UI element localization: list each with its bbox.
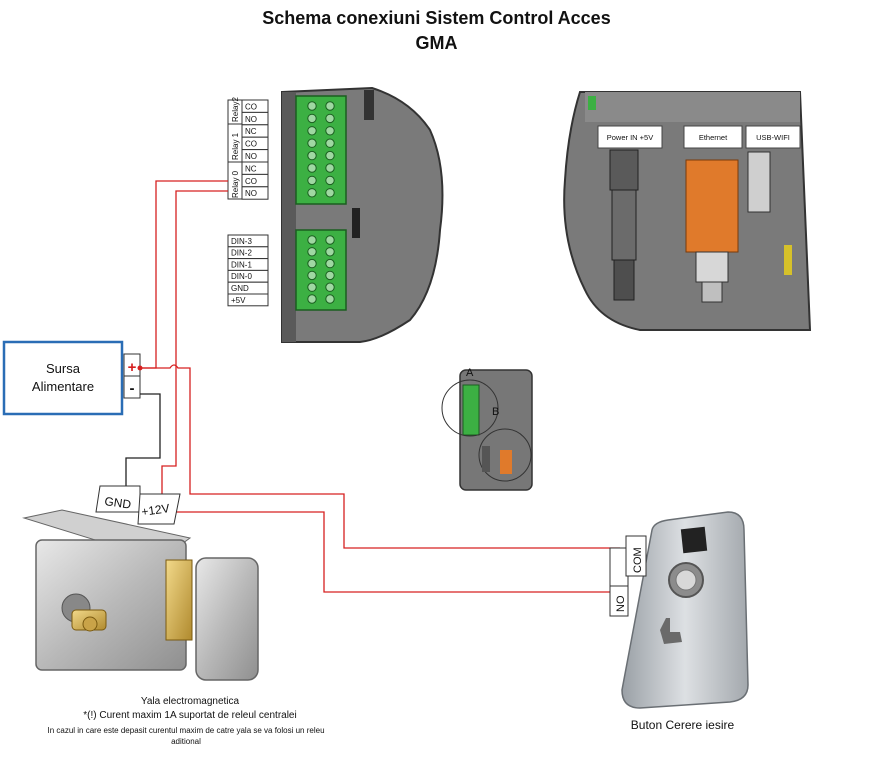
wire-minus-to-lock-gnd	[125, 393, 161, 488]
diagram-title-line1: Schema conexiuni Sistem Control Acces	[262, 8, 611, 28]
lock-strike-plate	[195, 557, 259, 681]
relay0-group-label: Relay 0	[231, 170, 240, 198]
terminal-screw	[325, 188, 335, 198]
terminal-screw	[325, 113, 335, 124]
relay1-group-label: Relay 1	[231, 132, 240, 160]
terminal-screw	[307, 258, 317, 269]
controller-overview: A B	[441, 367, 533, 491]
button-no-terminal: NO	[615, 595, 627, 612]
relay-terminal-label-5: NC	[245, 164, 257, 173]
power-plug	[613, 259, 635, 301]
terminal-screw	[325, 270, 335, 281]
relay-terminal-label-6: CO	[245, 177, 257, 186]
input-terminal-label-2: DIN-1	[231, 260, 252, 269]
relay-terminal-label-1: NO	[245, 115, 257, 124]
terminal-screw	[307, 138, 317, 148]
terminal-screw	[325, 294, 335, 304]
relay-terminal-label-3: CO	[245, 140, 257, 149]
terminal-screw	[307, 235, 317, 245]
terminal-screw	[307, 163, 317, 173]
terminal-screw	[307, 270, 317, 281]
lock-relay-note: In cazul in care este depasit curentul m…	[47, 726, 325, 735]
power-supply-label-line2: Alimentare	[32, 379, 94, 394]
relay-terminal-label-7: NO	[245, 189, 257, 198]
lock-caption: Yala electromagnetica	[140, 696, 240, 707]
power-supply-minus-terminal: -	[130, 380, 135, 397]
overview-label-a: A	[466, 367, 474, 379]
usb-connector	[747, 151, 771, 213]
terminal-screw	[307, 282, 317, 292]
wire-plus-to-button	[140, 364, 620, 549]
terminal-screw	[307, 126, 317, 136]
terminal-screw	[325, 258, 335, 269]
relay-terminal-block	[295, 95, 347, 205]
overview-label-b: B	[492, 406, 499, 418]
terminal-screw	[307, 113, 317, 124]
power-supply-plus-terminal: +	[128, 359, 137, 376]
terminal-labels: Relay2 Relay 1 Relay 0 CONONCCONONCCONO …	[227, 97, 269, 307]
wiring	[125, 180, 620, 593]
exit-button-caption: Buton Cerere iesire	[630, 718, 735, 732]
terminal-screw	[325, 150, 335, 161]
wire-relay0-no	[161, 190, 228, 494]
terminal-screw	[325, 175, 335, 186]
power-in-port-label: Power IN +5V	[607, 133, 653, 142]
input-terminal-block	[295, 229, 347, 311]
terminal-screw	[307, 101, 317, 111]
lock-current-note: *(!) Curent maxim 1A suportat de releul …	[83, 710, 297, 721]
input-terminal-label-1: DIN-2	[231, 249, 252, 258]
ethernet-port-label: Ethernet	[699, 133, 728, 142]
lock-relay-note-end: aditional	[171, 737, 201, 746]
terminal-screw	[325, 235, 335, 245]
terminal-screw	[325, 101, 335, 111]
terminal-screw	[307, 150, 317, 161]
relay-terminal-label-2: NC	[245, 127, 257, 136]
controller-port-side: Power IN +5V Ethernet USB-WIFI	[563, 91, 812, 331]
terminal-screw	[325, 282, 335, 292]
lock-12v-terminal: +12V	[140, 501, 170, 519]
power-supply: Sursa Alimentare + -	[2, 340, 141, 416]
usb-wifi-port-label: USB-WIFI	[756, 133, 790, 142]
controller-terminal-side	[281, 86, 444, 343]
terminal-screw	[325, 247, 335, 257]
input-terminal-label-4: GND	[231, 284, 249, 293]
diagram-title-line2: GMA	[415, 33, 458, 53]
relay2-group-label: Relay2	[231, 97, 240, 122]
ethernet-plug	[685, 159, 739, 253]
terminal-screw	[307, 247, 317, 257]
power-supply-label-line1: Sursa	[46, 361, 81, 376]
terminal-screw	[307, 294, 317, 304]
input-terminal-label-5: +5V	[231, 296, 246, 305]
terminal-screw	[307, 175, 317, 186]
terminal-screw	[325, 138, 335, 148]
wire-lock-12v-to-button	[170, 511, 620, 593]
input-terminal-label-3: DIN-0	[231, 272, 252, 281]
relay-terminal-label-0: CO	[245, 102, 257, 111]
wire-relay0-co	[140, 180, 228, 369]
input-terminal-label-0: DIN-3	[231, 237, 252, 246]
lock-gnd-terminal: GND	[104, 494, 133, 512]
relay-terminal-label-4: NO	[245, 152, 257, 161]
terminal-screw	[307, 188, 317, 198]
terminal-screw	[325, 163, 335, 173]
hand-icon	[660, 618, 682, 644]
electromagnetic-lock: GND +12V	[22, 485, 259, 681]
terminal-screw	[325, 126, 335, 136]
button-com-terminal: COM	[632, 547, 644, 573]
exit-button: COM NO	[609, 511, 749, 709]
